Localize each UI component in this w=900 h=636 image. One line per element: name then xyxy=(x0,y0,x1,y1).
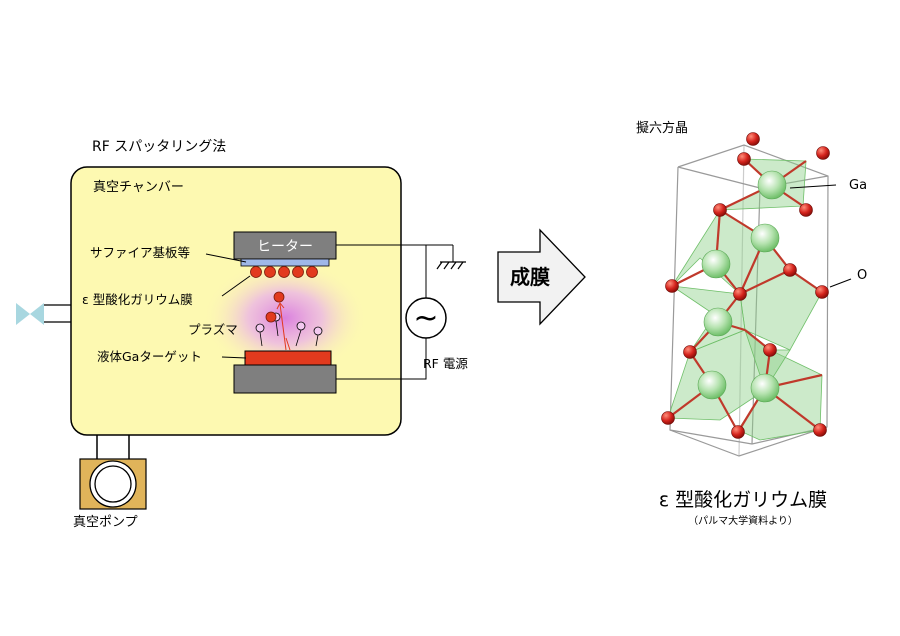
ground-icon xyxy=(436,261,466,270)
sputter-arrows xyxy=(276,302,291,351)
pump-label: 真空ポンプ xyxy=(73,515,138,530)
target-leader xyxy=(221,356,247,359)
o-atoms xyxy=(661,132,830,439)
plasma-glow xyxy=(203,260,367,376)
rf-wiring xyxy=(336,244,454,380)
substrate-leader xyxy=(205,253,247,263)
film-label: ε 型酸化ガリウム膜 xyxy=(82,292,193,307)
valve-icon xyxy=(16,303,71,325)
source-note: （パルマ大学資料より） xyxy=(688,514,798,527)
substrate-plate xyxy=(240,258,330,267)
liquid-ga-target xyxy=(244,350,332,366)
rf-source xyxy=(405,297,447,339)
film-leader xyxy=(221,275,251,297)
o-label: O xyxy=(857,268,867,283)
ions xyxy=(255,312,323,347)
target-label: 液体Gaターゲット xyxy=(97,349,202,364)
target-holder xyxy=(233,364,337,394)
film-particles xyxy=(250,266,318,278)
arrow-label: 成膜 xyxy=(510,265,550,289)
heater-label: ヒーター xyxy=(257,239,313,255)
crystal-label: 擬六方晶 xyxy=(636,120,688,136)
ac-symbol-icon: ~ xyxy=(413,301,438,336)
pump-rotor-inner xyxy=(94,465,132,503)
ga-atoms xyxy=(697,170,787,403)
film-title: ε 型酸化ガリウム膜 xyxy=(659,489,827,511)
ga-label: Ga xyxy=(849,178,867,193)
process-arrow xyxy=(497,228,586,326)
ga-leader xyxy=(789,184,837,189)
o-leader xyxy=(829,278,852,288)
plasma-label: プラズマ xyxy=(188,322,238,337)
substrate-label: サファイア基板等 xyxy=(90,245,190,260)
ga-particle xyxy=(265,311,277,323)
ga-polyhedra xyxy=(667,158,823,441)
ga-particle xyxy=(273,291,285,303)
chamber-label: 真空チャンバー xyxy=(93,180,184,195)
rf-label: RF 電源 xyxy=(423,356,468,371)
method-title: RF スパッタリング法 xyxy=(92,139,226,155)
